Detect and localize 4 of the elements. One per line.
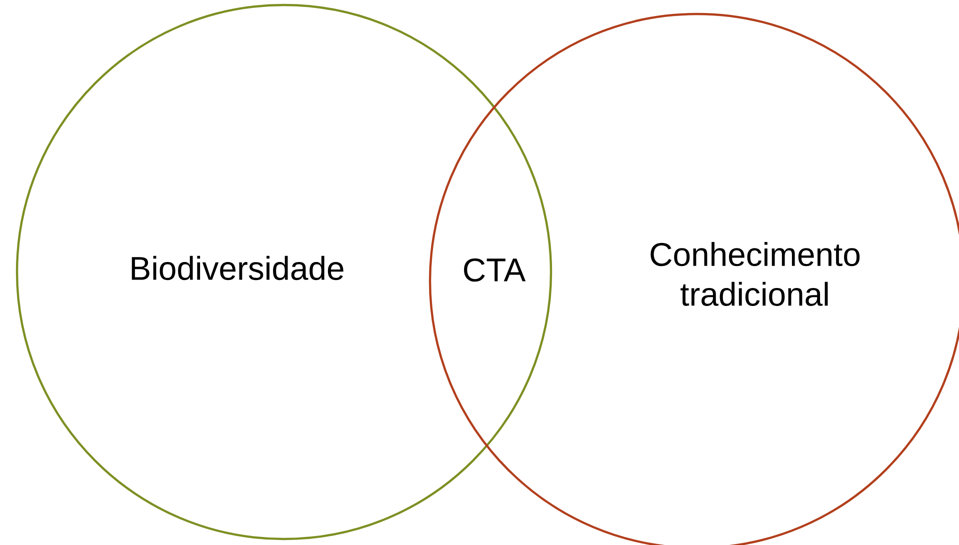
- venn-circle: [16, 4, 552, 540]
- overlap-label: CTA: [464, 258, 526, 282]
- circle-label: Biodiversidade: [132, 256, 344, 280]
- circle-label: Conhecimento tradicional: [650, 242, 860, 306]
